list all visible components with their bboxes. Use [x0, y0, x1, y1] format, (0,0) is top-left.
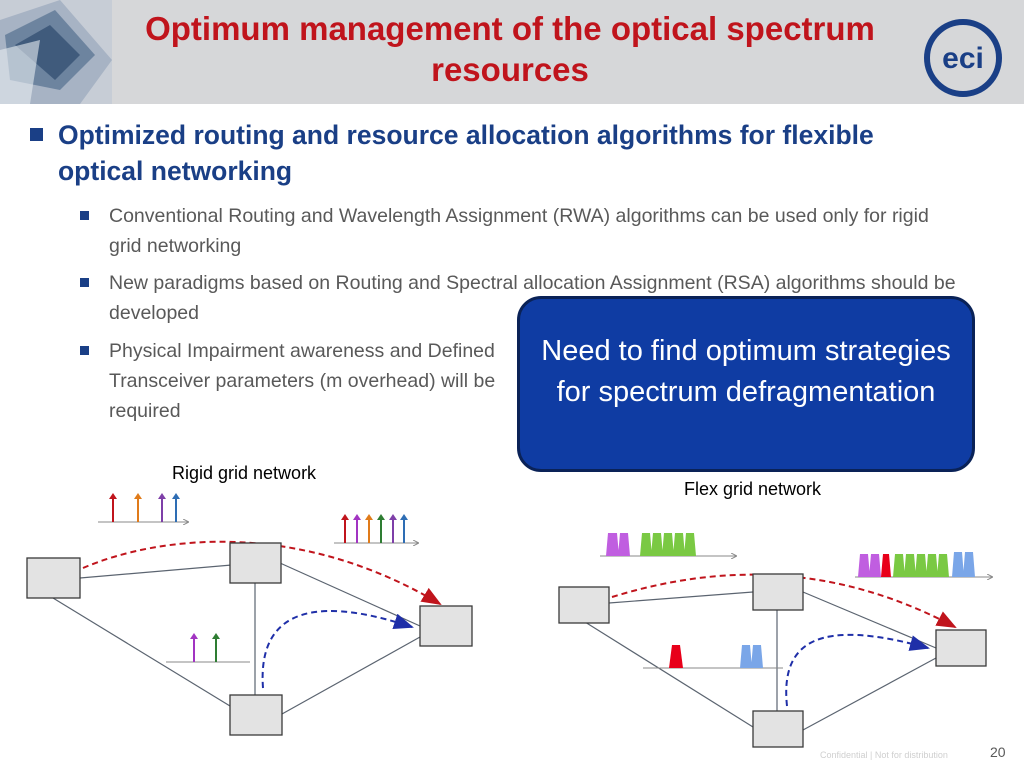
network-node: [229, 694, 283, 736]
square-bullet-icon: [30, 128, 43, 141]
rigid-spectrum-icon: [334, 514, 418, 543]
square-bullet-icon: [80, 346, 89, 355]
network-node: [935, 629, 987, 667]
sub-bullet-text: New paradigms based on Routing and Spect…: [109, 272, 956, 324]
slide-header: [0, 0, 1024, 104]
callout-text: Need to find optimum strategies for spec…: [541, 335, 951, 408]
main-bullet-text: Optimized routing and resource allocatio…: [58, 120, 874, 186]
rigid-spectrum-icon: [98, 493, 188, 522]
rigid-spectrum-icon: [166, 633, 250, 663]
page-number: 20: [990, 744, 1006, 760]
logo-text: eci: [942, 42, 984, 75]
rigid-grid-network: [26, 493, 473, 736]
network-node: [752, 573, 804, 611]
flex-spectrum-icon: [643, 645, 783, 669]
sub-bullet-text: Conventional Routing and Wavelength Assi…: [109, 205, 929, 257]
network-node: [752, 710, 804, 748]
rigid-grid-caption: Rigid grid network: [172, 463, 317, 483]
network-diagrams: [26, 493, 1024, 748]
callout-box: Need to find optimum strategies for spec…: [517, 296, 975, 472]
flex-spectrum-icon: [600, 533, 736, 556]
flex-grid-caption: Flex grid network: [684, 479, 822, 499]
network-node: [558, 586, 610, 624]
square-bullet-icon: [80, 278, 89, 287]
flex-grid-network: [558, 533, 992, 748]
network-node: [419, 605, 473, 647]
square-bullet-icon: [80, 211, 89, 220]
corner-graphic: [0, 0, 112, 104]
sub-bullet-text: Physical Impairment awareness and Define…: [109, 340, 496, 422]
slide-title: Optimum management of the optical spectr…: [145, 10, 875, 88]
flex-spectrum-icon: [855, 552, 992, 577]
network-node: [229, 542, 282, 584]
footer-note: Confidential | Not for distribution: [820, 750, 948, 760]
network-node: [26, 557, 81, 599]
eci-logo: eci: [924, 19, 1002, 97]
